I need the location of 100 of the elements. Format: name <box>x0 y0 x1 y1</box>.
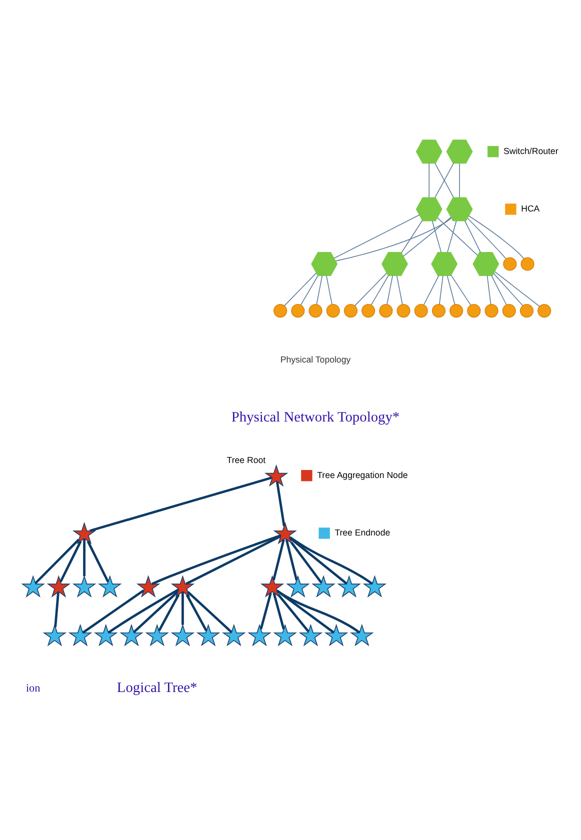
connector <box>439 275 444 305</box>
node-star <box>42 624 67 646</box>
node-star <box>222 624 246 646</box>
node-circle <box>379 304 393 318</box>
connector <box>83 538 86 576</box>
connector <box>316 275 323 305</box>
connector <box>370 275 389 306</box>
connector <box>464 220 481 253</box>
node-circle <box>291 304 305 318</box>
connector <box>300 275 318 306</box>
connector <box>450 274 472 306</box>
node-star <box>264 464 288 487</box>
legend-label: HCA <box>521 203 540 214</box>
connector <box>289 536 373 585</box>
connector <box>401 220 423 254</box>
node-star <box>46 575 71 598</box>
node-circle <box>502 304 516 318</box>
connector <box>335 218 452 262</box>
connector <box>277 594 310 632</box>
node-star <box>350 624 374 646</box>
node-hexagon <box>472 252 500 276</box>
node-hexagon <box>416 197 442 222</box>
node-circle <box>308 304 322 318</box>
node-circle <box>274 304 288 318</box>
node-hexagon <box>446 197 473 222</box>
connector <box>386 275 393 305</box>
connector <box>285 539 298 581</box>
connector <box>133 591 178 634</box>
node-star <box>120 624 144 646</box>
connector <box>446 275 456 305</box>
node-star <box>196 624 220 646</box>
connector <box>403 216 452 257</box>
connector <box>284 272 317 306</box>
connector <box>290 542 322 584</box>
connector <box>276 481 286 526</box>
node-star <box>72 522 96 544</box>
connector <box>86 540 110 582</box>
connector <box>82 589 144 634</box>
connector <box>90 476 272 532</box>
node-star <box>312 575 336 598</box>
connector <box>182 592 184 625</box>
label: Physical Network Topology* <box>231 410 400 426</box>
label: Logical Tree* <box>116 680 198 696</box>
connector <box>486 275 492 305</box>
node-circle <box>538 304 552 318</box>
connector <box>272 592 285 630</box>
node-circle <box>344 304 358 318</box>
connector <box>260 592 272 630</box>
node-star <box>98 575 122 598</box>
connector <box>186 594 208 632</box>
connector <box>354 272 388 306</box>
node-hexagon <box>311 252 338 276</box>
connector <box>432 220 442 253</box>
connector <box>467 218 506 260</box>
node-circle <box>520 257 534 271</box>
node-star <box>68 624 92 646</box>
node-star <box>273 624 297 646</box>
legend-label: Tree Aggregation Node <box>317 470 408 480</box>
legend-label: Switch/Router <box>504 146 558 156</box>
node-circle <box>414 304 428 318</box>
node-star <box>362 575 387 598</box>
connector <box>434 163 454 198</box>
label: ion <box>26 682 40 694</box>
legend-label: Tree Endnode <box>334 527 390 538</box>
connector <box>276 590 360 634</box>
connector <box>34 538 80 584</box>
connector <box>459 163 460 198</box>
connector <box>491 275 507 306</box>
node-hexagon <box>381 252 408 276</box>
node-star <box>286 575 310 598</box>
connector <box>447 220 457 253</box>
connector <box>423 275 440 306</box>
node-star <box>298 624 323 646</box>
connector <box>289 536 348 585</box>
node-star <box>136 575 160 598</box>
node-circle <box>484 304 498 318</box>
connector <box>60 540 82 582</box>
node-star <box>324 624 348 646</box>
node-star <box>260 575 284 598</box>
node-hexagon <box>446 140 473 164</box>
node-hexagon <box>416 140 442 164</box>
node-circle <box>326 304 340 318</box>
connector <box>396 275 403 305</box>
node-star <box>94 624 118 646</box>
connector <box>334 214 420 259</box>
connector <box>186 591 232 634</box>
node-hexagon <box>431 252 458 276</box>
connector <box>108 588 179 634</box>
connector <box>493 272 524 306</box>
node-star <box>337 575 361 598</box>
node-circle <box>503 257 517 271</box>
node-star <box>248 624 272 646</box>
node-circle <box>450 304 464 318</box>
connector <box>437 217 478 256</box>
connector <box>54 592 60 628</box>
node-circle <box>396 304 410 318</box>
node-circle <box>467 304 481 318</box>
node-star <box>72 575 96 598</box>
node-label: Tree Root <box>226 455 266 466</box>
connector <box>494 271 540 307</box>
